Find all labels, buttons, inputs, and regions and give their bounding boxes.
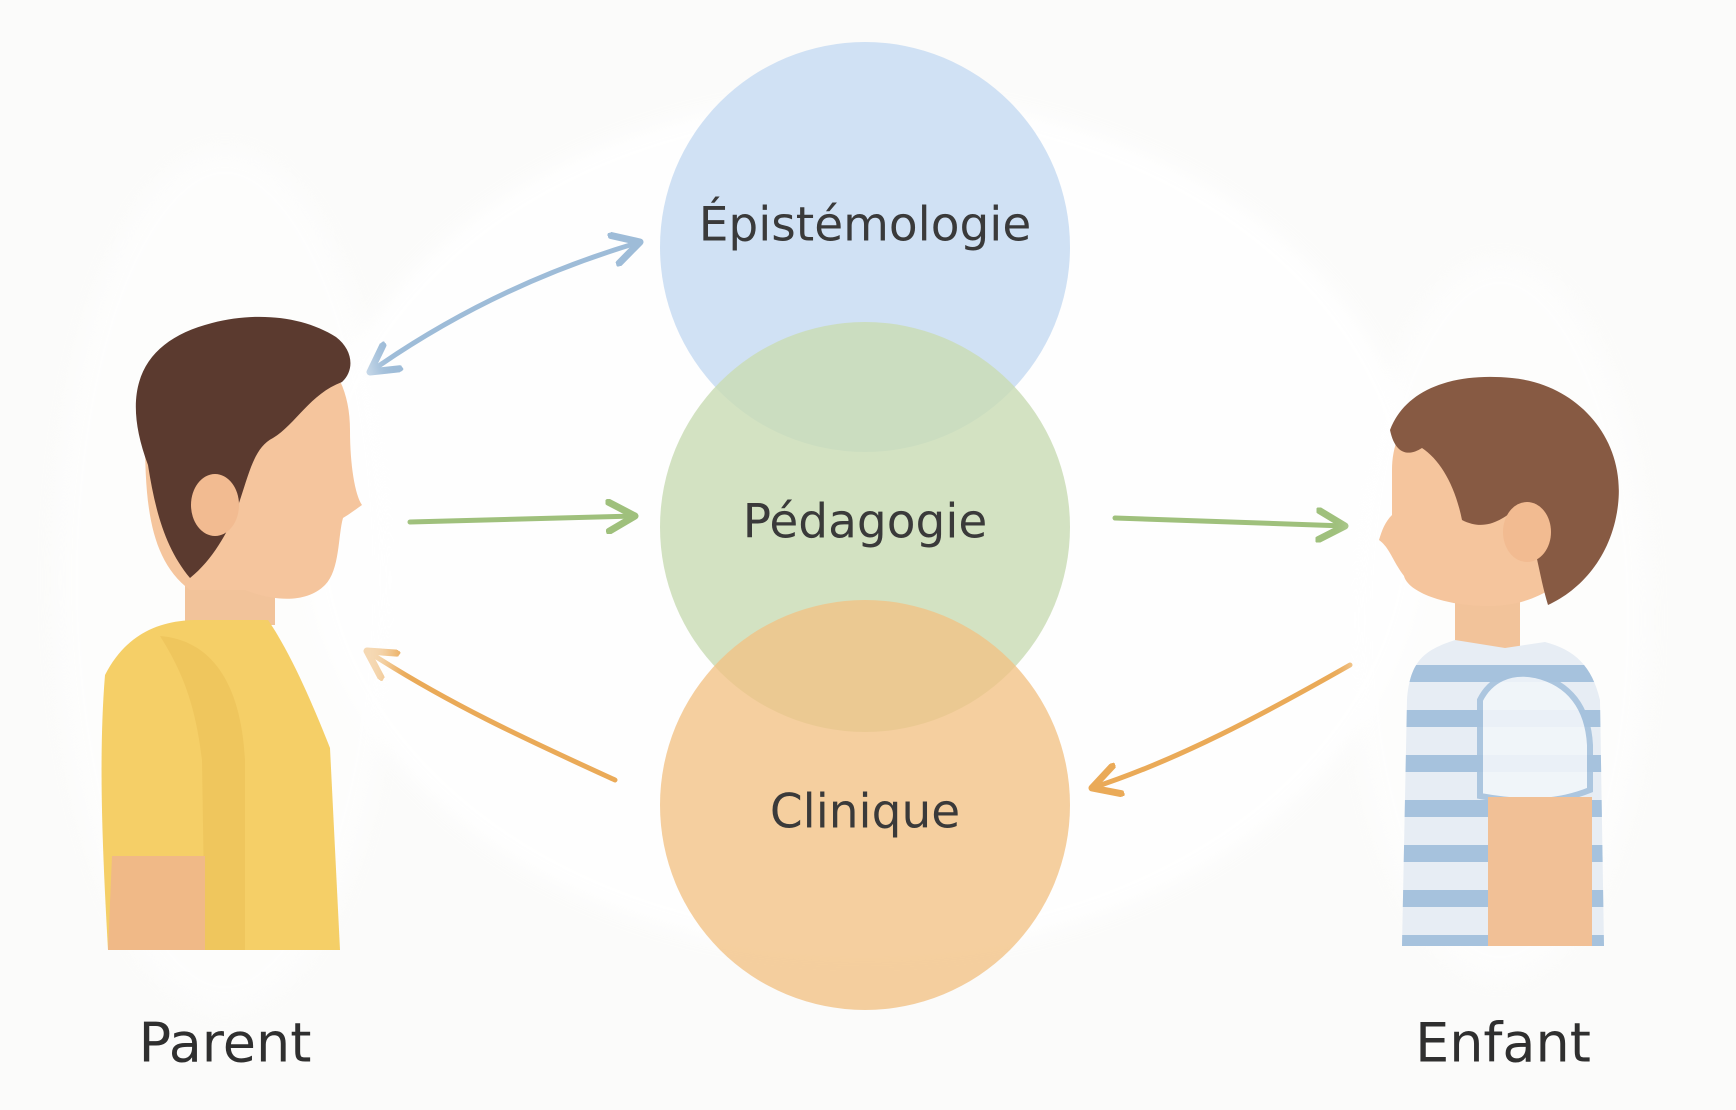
arrow-enfant-clinique	[1092, 662, 1353, 788]
enfant-sleeve	[1477, 670, 1593, 805]
circle-clinique	[660, 600, 1070, 1010]
label-pedagogie: Pédagogie	[743, 495, 988, 550]
arrow-parent-epistemologie	[370, 242, 640, 372]
label-parent: Parent	[139, 1012, 312, 1075]
parent-hair	[135, 316, 351, 578]
parent-figure	[55, 150, 395, 1010]
parent-arm	[108, 856, 205, 950]
label-clinique: Clinique	[770, 785, 960, 840]
parent-shoulder-shadow	[160, 636, 245, 950]
label-enfant: Enfant	[1415, 1012, 1591, 1075]
enfant-arm	[1488, 797, 1592, 946]
arrow-clinique-parent	[367, 651, 618, 783]
enfant-hair	[1390, 376, 1619, 605]
arrow-parent-pedagogie	[407, 516, 635, 522]
label-epistemologie: Épistémologie	[699, 198, 1032, 253]
enfant-figure	[1350, 260, 1650, 980]
arrow-pedagogie-enfant	[1112, 518, 1345, 526]
parent-ear	[191, 474, 239, 536]
enfant-ear	[1503, 502, 1551, 562]
